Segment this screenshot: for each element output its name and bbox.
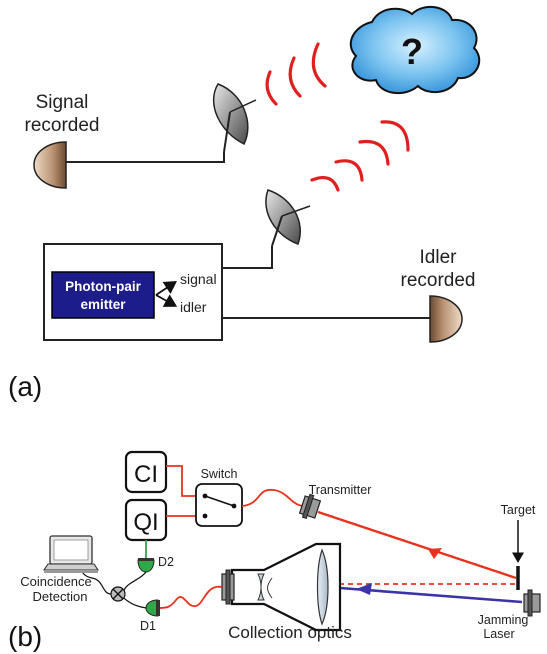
photon-pair-emitter (51, 271, 155, 319)
jamming-label-1: Jamming (478, 613, 529, 627)
jamming-laser (523, 589, 541, 617)
emitter-branch-arrows (155, 281, 178, 307)
d1-to-mixer-wire (123, 597, 147, 609)
ci-label: CI (134, 461, 158, 488)
qi-label: QI (133, 509, 158, 536)
signal-port-label: signal (180, 271, 217, 287)
d2-detector (137, 558, 155, 573)
emitter-label-2: emitter (80, 297, 126, 312)
coincidence-mixer (110, 586, 126, 602)
ci-box (124, 450, 168, 494)
coincidence-label-1: Coincidence (20, 574, 92, 589)
coincidence-label-2: Detection (33, 589, 88, 604)
idler-port-label: idler (180, 299, 207, 315)
transmit-wire (222, 246, 273, 269)
d1-detector (145, 599, 160, 617)
panel-a-label: (a) (8, 371, 42, 402)
collection-telescope (221, 542, 342, 632)
panel-b-label: (b) (8, 621, 42, 652)
telescope-fiber (157, 585, 223, 609)
d2-label: D2 (158, 555, 174, 569)
ci-fiber (166, 465, 200, 497)
signal-wire (64, 152, 225, 163)
unknown-target-cloud: ? (349, 5, 481, 95)
switch-contacts (202, 493, 237, 519)
switch-label: Switch (201, 467, 238, 481)
idler-detector (429, 295, 463, 343)
collection-optics-label: Collection optics (228, 623, 352, 642)
d1-label: D1 (140, 619, 156, 633)
switch-to-transmitter-fiber (241, 489, 305, 507)
outgoing-waves (265, 42, 327, 106)
signal-recorded-label-2: recorded (25, 115, 100, 136)
receiver-dish (213, 83, 257, 153)
unknown-symbol: ? (401, 31, 423, 72)
idler-recorded-label-1: Idler (420, 247, 458, 268)
target-label: Target (501, 503, 536, 517)
signal-recorded-label-1: Signal (36, 92, 89, 113)
jamming-beam-arrow (356, 583, 372, 595)
probe-beam-arrow (428, 548, 442, 559)
transmitter-collimator (298, 493, 322, 520)
probe-beam (317, 510, 517, 580)
d2-to-mixer-wire (123, 571, 147, 591)
computer-icon (42, 535, 100, 573)
idler-recorded-label-2: recorded (401, 270, 476, 291)
switch-box (195, 483, 243, 527)
transmitter-label: Transmitter (309, 483, 372, 497)
signal-detector (33, 141, 67, 189)
jamming-label-2: Laser (483, 627, 514, 641)
returning-waves (310, 120, 410, 192)
emitter-label-1: Photon-pair (65, 279, 141, 294)
transmitter-dish (265, 189, 311, 247)
